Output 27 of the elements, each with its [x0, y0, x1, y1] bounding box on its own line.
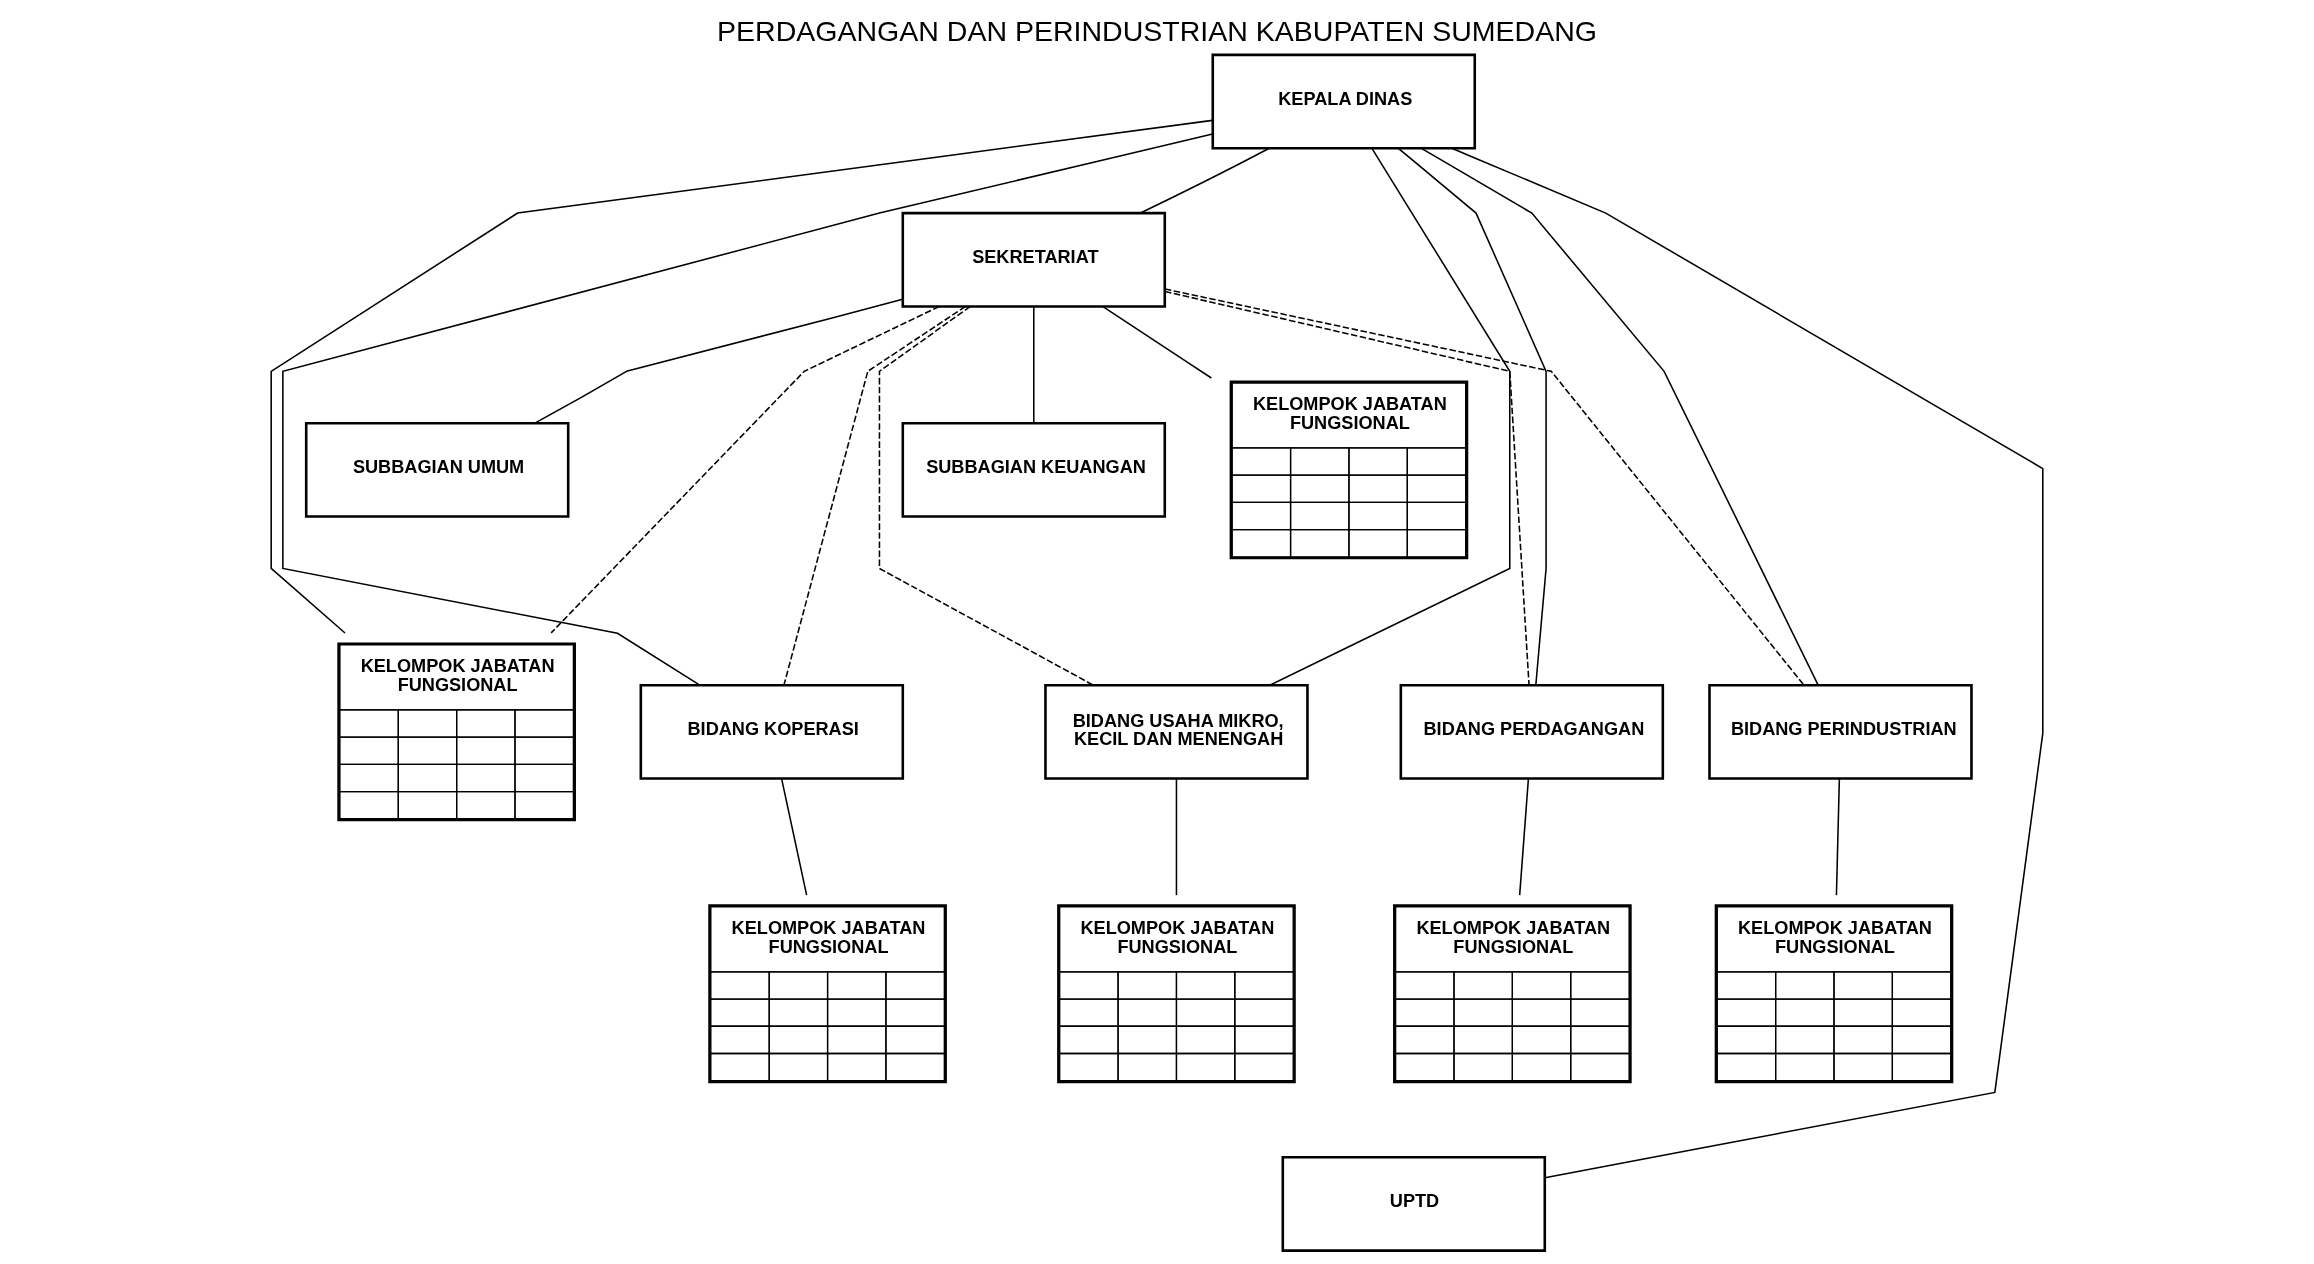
connector: [1518, 778, 1530, 896]
diagram-title: PERDAGANGAN DAN PERINDUSTRIAN KABUPATEN SUMEDANG: [717, 15, 1597, 48]
node-box: BIDANG PERINDUSTRIAN: [1708, 683, 1973, 780]
connector: [878, 305, 1094, 686]
connector: [1033, 305, 1035, 424]
connector: [783, 305, 967, 686]
node-box: SUBBAGIAN KEUANGAN: [901, 421, 1167, 518]
connector: [1102, 305, 1213, 379]
connector: [550, 305, 940, 634]
node-box: SUBBAGIAN UMUM: [304, 421, 570, 518]
node-box: KEPALA DINAS: [1211, 53, 1477, 150]
connector: [1269, 147, 1511, 686]
connector: [1164, 288, 1805, 686]
connector: [534, 298, 904, 424]
node-box: BIDANG PERDAGANGAN: [1399, 683, 1665, 780]
connector: [1164, 290, 1530, 686]
connector: [1451, 147, 2044, 1179]
connector: [1420, 147, 1819, 686]
connector: [1139, 147, 1271, 214]
node-box: BIDANG KOPERASI: [639, 683, 905, 780]
node-box: UPTD: [1281, 1155, 1547, 1252]
node-box: BIDANG USAHA MIKRO, KECIL DAN MENENGAH: [1044, 683, 1309, 780]
node-box: SEKRETARIAT: [901, 211, 1167, 308]
connector: [1175, 778, 1178, 896]
connector: [1835, 778, 1841, 896]
connector: [1397, 147, 1547, 686]
connector: [780, 778, 808, 896]
